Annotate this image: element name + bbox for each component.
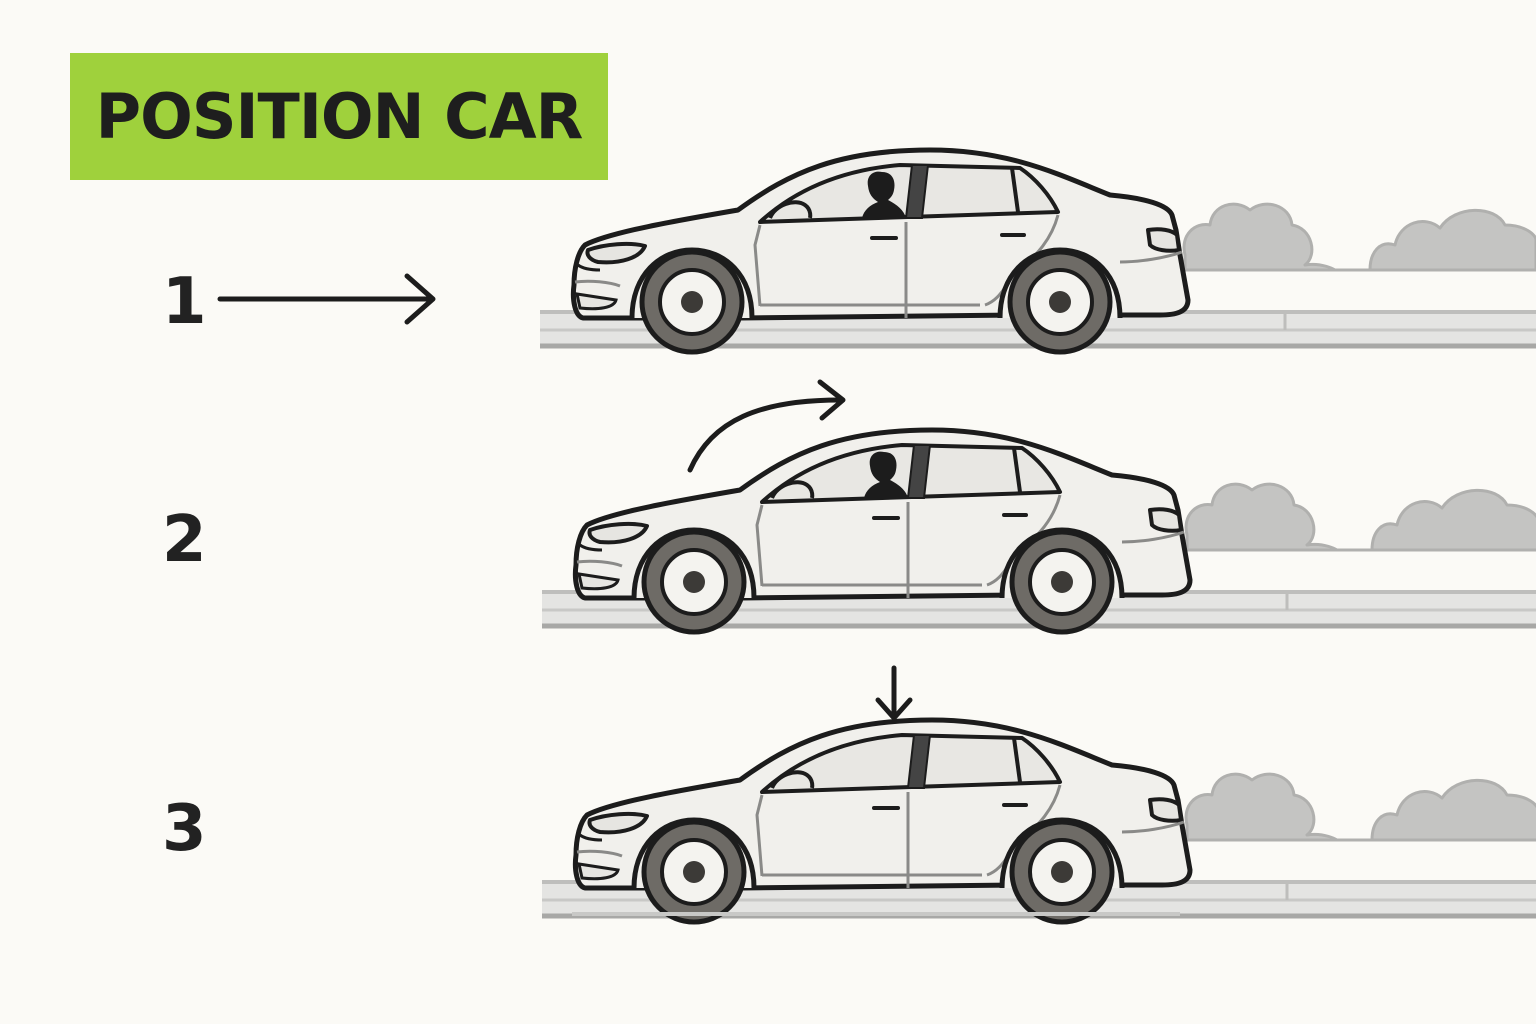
down-arrow-icon — [875, 665, 913, 721]
bushes-step-1 — [1182, 202, 1536, 272]
bushes-step-3 — [1184, 772, 1536, 842]
step-number-2: 2 — [162, 503, 207, 577]
title-text: POSITION CAR — [95, 80, 584, 153]
title-banner: POSITION CAR — [70, 53, 608, 180]
step-number-1: 1 — [162, 265, 207, 339]
bushes-step-2 — [1184, 482, 1536, 552]
step-number-3: 3 — [162, 792, 207, 866]
curved-arrow-icon — [687, 379, 846, 473]
right-arrow-icon — [217, 273, 436, 325]
scene-step-2 — [542, 430, 1536, 632]
scene-step-3 — [542, 720, 1536, 922]
scene-step-1 — [540, 150, 1536, 352]
